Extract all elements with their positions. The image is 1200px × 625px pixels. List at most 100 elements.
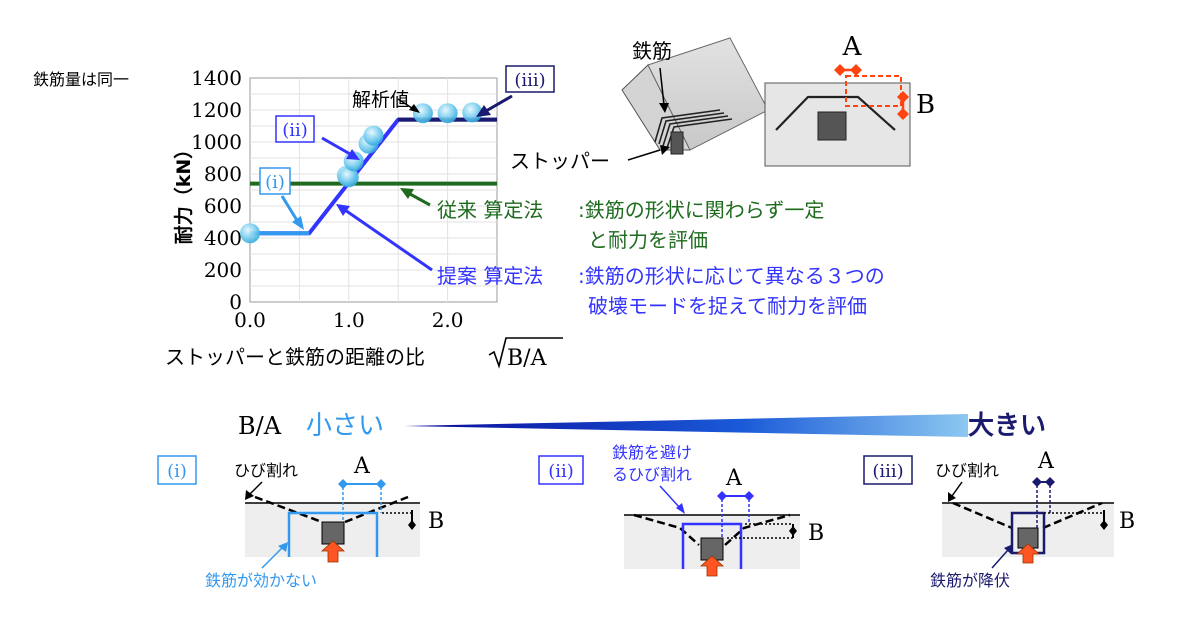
mode-i-label: (i) [265, 172, 285, 193]
conventional-pointer-head [400, 188, 414, 199]
y-tick-label: 400 [204, 226, 242, 250]
mode-iii-b-label: B [1119, 509, 1135, 534]
mode-iii-id: (iii) [872, 461, 903, 482]
mode-i-note-pointer-head [278, 542, 288, 552]
mode-iii-box [505, 65, 555, 93]
method-notes: 従来 算定法 :鉄筋の形状に関わらず一定 と耐力を評価 提案 算定法 :鉄筋の形… [336, 188, 885, 318]
mode-ii-load-arrow [699, 555, 725, 577]
scale-small-label: 小さい [306, 411, 384, 441]
mode-ii-label: (ii) [282, 120, 308, 141]
conventional-method-label: 従来 算定法 [437, 198, 543, 222]
y-tick-label: 1400 [191, 66, 242, 90]
mode-i-id: (i) [167, 461, 187, 482]
mode-ii-diagram: (ii) 鉄筋を避け るひび割れ A B [538, 443, 824, 577]
mode-ii-rebar [681, 522, 743, 569]
y-tick-label: 0 [229, 290, 242, 314]
mode-iii-crack-pointer [951, 481, 963, 497]
mode-ii-crack [633, 513, 791, 546]
mode-ii-arrow [321, 136, 351, 156]
mode-ii-crack-pointer [659, 485, 681, 509]
mode-i-note-pointer [261, 547, 283, 569]
analysis-point [462, 102, 483, 123]
mode-iii-note-pointer-head [1004, 544, 1013, 554]
analysis-point [412, 103, 433, 124]
analysis-point [240, 223, 260, 244]
mode-i-b-label: B [428, 509, 444, 534]
stopper-pointer-head [660, 145, 670, 155]
x-tick-label: 0.0 [234, 308, 266, 332]
mode-iii-a-label: A [1037, 449, 1055, 474]
conventional-method-note2: と耐力を評価 [588, 228, 708, 252]
mode-i-b-marker [408, 520, 416, 530]
x-tick-label: 2.0 [432, 308, 464, 332]
mode-ii-crack-line2: るひび割れ [612, 465, 692, 484]
ratio-scale: B/A 小さい 大きい [238, 411, 1046, 441]
mode-i-rebar [287, 511, 379, 557]
chart-grid [250, 78, 497, 302]
specimen-section: A B [764, 32, 935, 167]
proposed-method-note: :鉄筋の形状に応じて異なる３つの [578, 264, 885, 288]
y-tick-label: 200 [204, 258, 242, 282]
scale-wedge [404, 414, 968, 437]
mode-iii-note-pointer [991, 549, 1009, 569]
mode-iii-a-marker-right [1045, 477, 1055, 487]
y-tick-label: 600 [204, 194, 242, 218]
sqrt-sign [488, 337, 563, 369]
y-tick-label: 1200 [191, 98, 242, 122]
mode-iii-diagram: (iii) ひび割れ A B 鉄筋が降伏 [863, 449, 1135, 590]
rebar-label: 鉄筋 [632, 39, 672, 63]
mode-i-crack-label: ひび割れ [234, 461, 298, 480]
scale-large-label: 大きい [968, 411, 1046, 441]
section-b-marker-top [897, 91, 909, 103]
analysis-point [363, 125, 384, 146]
mode-i-load-arrow [320, 540, 346, 563]
analysis-label: 解析値 [352, 89, 409, 111]
mode-ii-crack-line1: 鉄筋を避け [612, 443, 692, 462]
mode-iii-id-box [863, 455, 913, 485]
mode-ii-arrow-head [346, 149, 360, 160]
section-a-marker-left [834, 64, 846, 76]
x-axis-formula: B/A [507, 346, 548, 371]
proposed-pointer [344, 208, 433, 272]
mode-iii-a-marker-left [1032, 477, 1042, 487]
analysis-point [338, 167, 359, 188]
mode-i-id-box [157, 455, 197, 485]
mode-iii-arrow [485, 94, 513, 113]
mode-ii-a-marker-right [744, 491, 754, 501]
analysis-points [240, 102, 483, 244]
mode-ii-id: (ii) [548, 461, 574, 482]
conventional-pointer [409, 192, 431, 207]
analysis-pointer-head [409, 104, 420, 113]
mode-ii-a-label: A [725, 466, 743, 491]
rebar-sketch [654, 109, 733, 149]
box-side [648, 38, 768, 150]
mode-ii-id-box [538, 455, 584, 485]
mode-i-crack-pointer-head [245, 490, 254, 500]
mode-iii-load-arrow [1015, 543, 1041, 564]
mode-i-note: 鉄筋が効かない [205, 571, 317, 590]
section-dim-box [845, 75, 902, 107]
same-rebar-note: 鉄筋量は同一 [33, 70, 129, 89]
section-b-label: B [916, 90, 935, 120]
stopper-pointer [627, 149, 661, 161]
conventional-method-note: :鉄筋の形状に関わらず一定 [578, 198, 824, 222]
mode-iii-crack-label: ひび割れ [935, 461, 999, 480]
mode-ii-crack-pointer-head [676, 503, 685, 514]
proposed-method-label: 提案 算定法 [437, 264, 543, 288]
section-a-label: A [842, 32, 863, 62]
x-tick-label: 1.0 [333, 308, 365, 332]
x-axis-label: ストッパーと鉄筋の距離の比 [165, 345, 425, 369]
mode-i-a-marker-right [376, 479, 386, 489]
mode-ii-b-marker [789, 526, 797, 536]
y-tick-label: 800 [204, 162, 242, 186]
mode-i-a-label: A [353, 454, 371, 479]
mode-ii-a-marker-left [717, 491, 727, 501]
mode-iii-crack [952, 501, 1103, 530]
mode-iii-crack-pointer-head [948, 492, 956, 502]
mode-i-arrow [280, 195, 300, 223]
mode-iii-arrow-head [476, 105, 491, 117]
mode-ii-b-label: B [808, 521, 824, 546]
mode-i-crack-pointer [249, 481, 263, 495]
rebar-pointer-head [659, 103, 669, 113]
